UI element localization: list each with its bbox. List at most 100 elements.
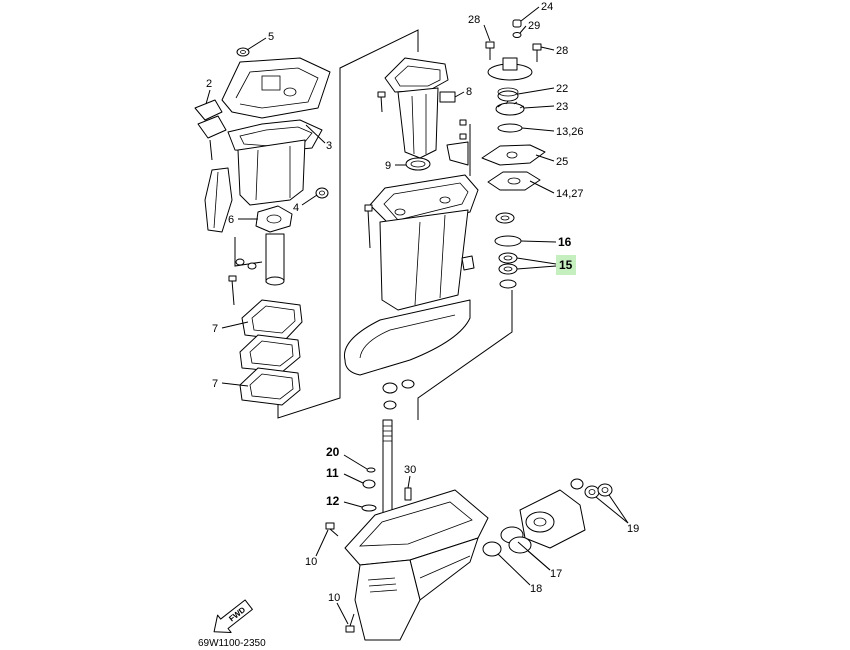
water-pump-group xyxy=(481,19,546,289)
seal-part-9 xyxy=(405,157,431,171)
callout-7-a[interactable]: 7 xyxy=(212,323,218,335)
callout-23[interactable]: 23 xyxy=(556,101,568,113)
bolt-head xyxy=(235,258,245,266)
fwd-arrow-shape xyxy=(213,599,253,633)
callout-10-upper[interactable]: 10 xyxy=(305,556,317,568)
bolt-part-10-upper-shank xyxy=(329,528,339,537)
leader-line-19-a xyxy=(595,496,629,524)
callout-17[interactable]: 17 xyxy=(550,568,562,580)
leader-line-4 xyxy=(301,194,318,206)
anti-cavitation-plate xyxy=(343,299,471,376)
oil-seal-15-a-inner xyxy=(503,255,513,261)
callout-12[interactable]: 12 xyxy=(326,494,340,508)
oil-seal-part-15-b xyxy=(498,263,518,275)
leader-line-23 xyxy=(523,105,555,109)
manifold-bolt xyxy=(380,95,383,113)
callout-28-right[interactable]: 28 xyxy=(556,45,568,57)
lower-unit-group xyxy=(325,419,613,641)
oil-seal-15-b-inner xyxy=(503,266,513,272)
gasket-part-6 xyxy=(255,205,293,233)
callout-highlight xyxy=(556,255,576,275)
housing-rib xyxy=(414,221,421,306)
gasket-3-inner xyxy=(239,126,313,147)
exhaust-manifold-body xyxy=(397,87,439,159)
leader-line-2 xyxy=(205,89,211,105)
callout-28-top[interactable]: 28 xyxy=(468,14,480,26)
callout-4[interactable]: 4 xyxy=(293,202,299,214)
oil-seal-housing xyxy=(495,212,515,224)
callout-19[interactable]: 19 xyxy=(627,523,639,535)
bearing-19-b-inner xyxy=(588,489,596,495)
gasket-part-7-b xyxy=(239,334,301,373)
bearing-19-c-inner xyxy=(601,487,609,493)
bracket-plate xyxy=(446,141,469,166)
leader-line-3 xyxy=(305,124,326,144)
bolt-head-2 xyxy=(247,262,257,270)
callout-18[interactable]: 18 xyxy=(530,583,542,595)
callout-20[interactable]: 20 xyxy=(326,445,340,459)
callout-9[interactable]: 9 xyxy=(385,160,391,172)
callout-10-lower[interactable]: 10 xyxy=(328,592,340,604)
callout-30[interactable]: 30 xyxy=(404,464,416,476)
propeller-shaft-housing-bore xyxy=(533,517,547,527)
drive-shaft-splines xyxy=(383,425,392,442)
leader-line-15-b xyxy=(516,265,557,270)
grommet-hole xyxy=(240,50,246,54)
leader-line-25 xyxy=(535,154,555,162)
callout-5[interactable]: 5 xyxy=(268,31,274,43)
leader-line-22 xyxy=(517,87,555,95)
leader-line-30 xyxy=(407,475,411,489)
upper-casing-hole xyxy=(283,87,297,97)
fwd-arrow: FWD xyxy=(213,599,253,633)
callout-8[interactable]: 8 xyxy=(466,86,472,98)
callout-2[interactable]: 2 xyxy=(206,78,212,90)
bolt-part-28-left-head xyxy=(485,41,495,49)
callout-14-27[interactable]: 14,27 xyxy=(556,188,584,200)
leader-line-20 xyxy=(343,454,368,470)
leader-line-5 xyxy=(246,37,267,51)
circlip-part-20 xyxy=(366,467,376,473)
callout-7-b[interactable]: 7 xyxy=(212,378,218,390)
callout-16[interactable]: 16 xyxy=(558,235,572,249)
leader-line-11 xyxy=(343,473,364,484)
grommet-part-5 xyxy=(236,47,250,57)
o-ring-part-13-26 xyxy=(497,123,523,133)
exhaust-tube xyxy=(265,233,285,283)
callout-25[interactable]: 25 xyxy=(556,156,568,168)
housing-side-part xyxy=(461,255,475,271)
callout-15[interactable]: 15 xyxy=(559,258,573,272)
leader-line-8 xyxy=(454,91,465,98)
callout-6[interactable]: 6 xyxy=(228,214,234,226)
callout-11[interactable]: 11 xyxy=(326,466,339,480)
leader-line-13-26 xyxy=(521,127,555,132)
callout-22[interactable]: 22 xyxy=(556,83,568,95)
upper-casing-boss xyxy=(261,75,281,91)
grommet-4-hole xyxy=(319,190,325,196)
gasket-14-27-hole xyxy=(507,177,521,185)
exhaust-tube-end xyxy=(265,276,285,286)
callout-13-26[interactable]: 13,26 xyxy=(556,126,584,138)
exhaust-stick-detail xyxy=(213,171,219,229)
gear-case-skeg xyxy=(354,559,421,641)
collar-part-29 xyxy=(512,32,522,38)
o-ring-part-18 xyxy=(482,541,502,557)
lower-casing-body xyxy=(237,139,306,206)
callout-24[interactable]: 24 xyxy=(541,1,553,13)
bracket-screw xyxy=(209,139,213,161)
callout-3[interactable]: 3 xyxy=(326,140,332,152)
grommet-part-24 xyxy=(512,19,522,28)
leader-line-10-lower xyxy=(336,602,349,625)
housing-rib-2 xyxy=(439,214,446,299)
leader-line-7-a xyxy=(221,321,249,329)
upper-casing-top-detail xyxy=(235,67,319,109)
leader-line-14-27 xyxy=(529,180,555,194)
housing-bolt-head xyxy=(364,204,373,212)
callout-29[interactable]: 29 xyxy=(528,20,540,32)
pump-housing-neck xyxy=(502,57,518,71)
gasket-7-c-inner xyxy=(249,373,294,400)
gasket-part-14-27 xyxy=(487,171,541,191)
grommet-part-4 xyxy=(315,187,329,199)
upper-casing-group xyxy=(194,47,331,406)
small-bolt xyxy=(459,119,467,126)
leader-line-28-right xyxy=(540,46,555,51)
